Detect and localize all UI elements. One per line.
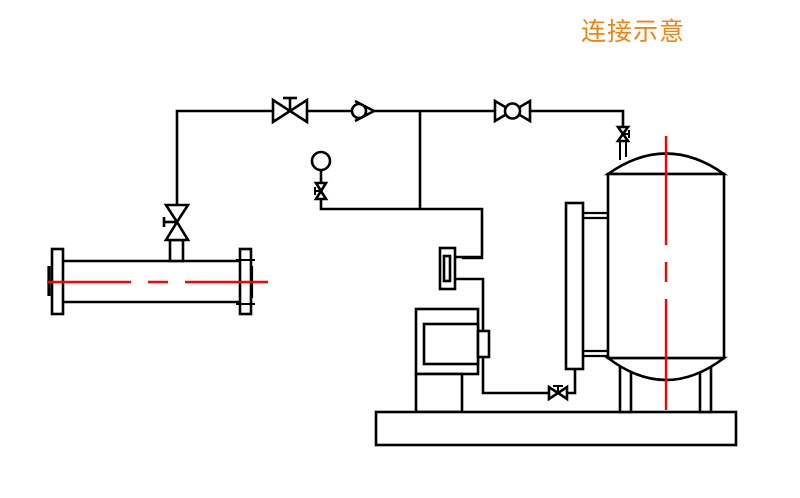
ball-valve-part[interactable] — [503, 102, 522, 120]
pump-outlet — [476, 329, 491, 359]
pipe-branch-stub — [168, 238, 185, 263]
branch-valve[interactable] — [162, 203, 191, 242]
gauge-dial — [310, 150, 332, 172]
tank-vent-valve[interactable] — [615, 125, 631, 160]
gauge-valve[interactable] — [313, 181, 329, 201]
branch-pipe — [175, 109, 273, 205]
flow-switch — [438, 246, 457, 291]
tank-vent-valve-part[interactable] — [615, 131, 631, 143]
level-gauge-drain-pipe — [567, 369, 577, 395]
top-gate-valve[interactable] — [271, 96, 309, 125]
drain-valve-part[interactable] — [555, 384, 569, 402]
top-gate-valve-part[interactable] — [271, 97, 293, 125]
level-gauge — [564, 201, 608, 371]
flow-switch-part — [442, 254, 452, 283]
drain-valve-part[interactable] — [547, 384, 561, 402]
tank-inlet-pipe — [530, 109, 625, 127]
gauge-valve-part[interactable] — [313, 181, 329, 194]
pump — [414, 307, 491, 414]
main-pipe — [47, 247, 268, 316]
check-valve[interactable] — [350, 99, 377, 123]
ball-valve-part[interactable] — [493, 98, 515, 124]
ball-valve[interactable] — [493, 98, 532, 124]
equipment-base — [374, 410, 738, 447]
pressure-tank — [603, 136, 729, 414]
top-gate-valve-part[interactable] — [287, 97, 309, 125]
valve-lower-triangle[interactable] — [163, 219, 191, 242]
drain-valve[interactable] — [547, 384, 569, 402]
level-gauge-tube — [564, 201, 585, 371]
valve-upper-triangle[interactable] — [163, 203, 191, 225]
diagram-title: 连接示意 — [581, 17, 686, 46]
gauge-pipe — [319, 199, 484, 260]
tank-vent-valve-part[interactable] — [615, 125, 631, 137]
pressure-gauge — [310, 150, 332, 183]
gauge-valve-part[interactable] — [313, 188, 329, 201]
pump-stand — [414, 372, 464, 414]
pump-window — [422, 322, 480, 366]
